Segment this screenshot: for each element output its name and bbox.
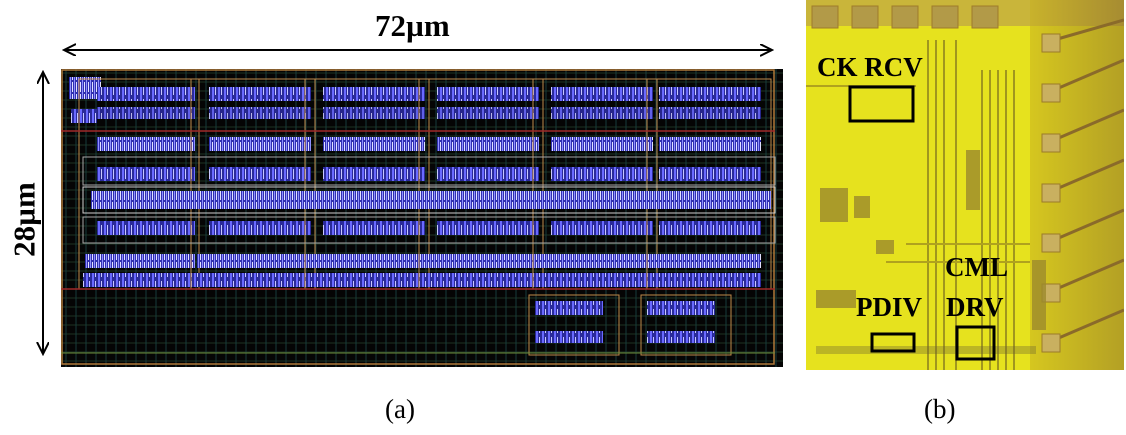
cml-drv-box [955,325,996,361]
ck-rcv-label: CK RCV [817,52,923,82]
pdiv-box [870,332,916,353]
cml-label: CML [945,252,1008,282]
panel-a: 72µm 28µm [0,0,790,424]
caption-a: (a) [385,394,415,424]
ck-rcv-box [848,85,915,123]
dimension-arrows [0,0,790,380]
caption-b: (b) [924,394,956,424]
chip-photo [806,0,1124,370]
cell-columns [78,78,772,290]
drv-label: DRV [946,292,1004,322]
layout-image [61,69,783,367]
panel-b: CK RCV CML PDIV DRV (b) [806,0,1126,435]
pdiv-label: PDIV [856,292,922,322]
width-dimension-label: 72µm [375,8,450,43]
